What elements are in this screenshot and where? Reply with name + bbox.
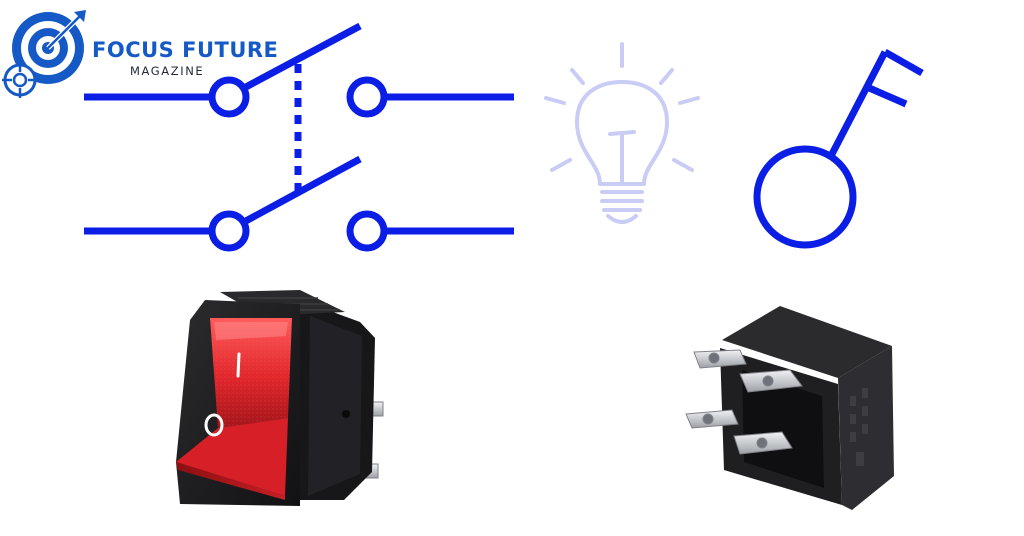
quick-connect-terminal	[733, 431, 793, 455]
key-icon	[753, 48, 924, 249]
crosshair-icon	[2, 62, 38, 98]
logo-title: FOCUS FUTURE	[92, 38, 279, 62]
quick-connect-terminal	[685, 409, 739, 429]
rocker-switch-back	[685, 306, 894, 510]
light-bulb-icon	[544, 42, 700, 224]
logo-subtitle: MAGAZINE	[130, 64, 205, 78]
rocker-switch-front	[176, 290, 384, 506]
rocker-off-mark	[204, 413, 224, 437]
quick-connect-terminal	[739, 369, 803, 393]
quick-connect-terminal	[693, 349, 747, 369]
target-arrow-icon	[12, 10, 86, 84]
logo	[2, 10, 86, 98]
double-pole-single-throw-switch-symbol	[84, 22, 514, 252]
rocker-on-mark	[236, 352, 241, 378]
